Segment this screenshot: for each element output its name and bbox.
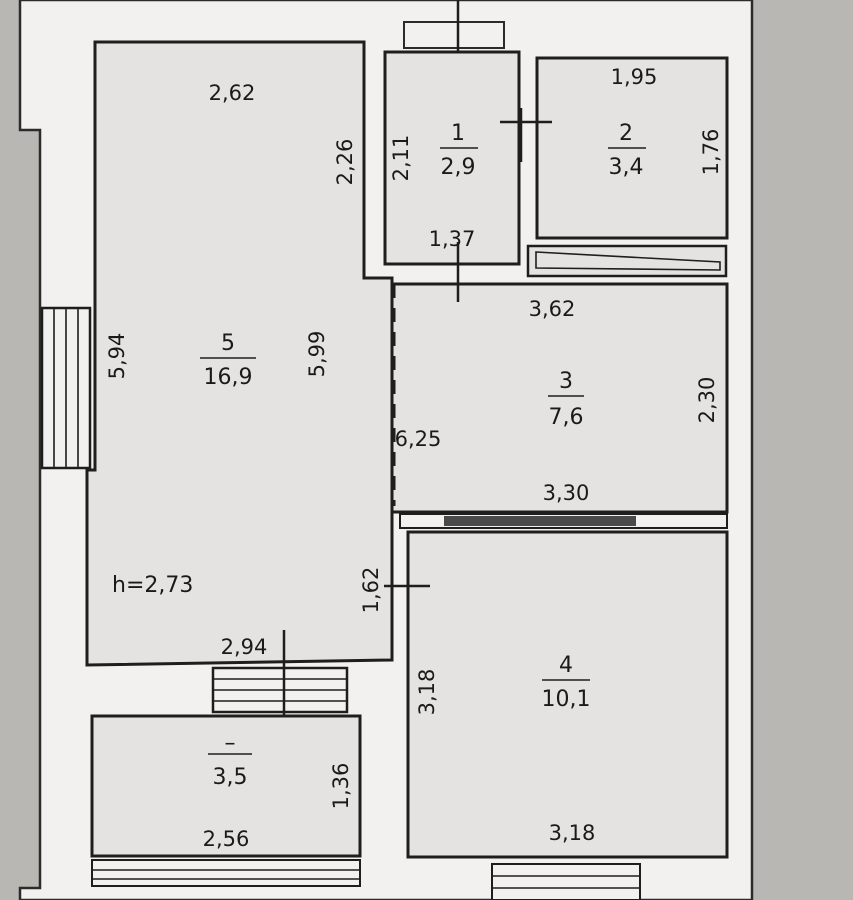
bathtub-strip bbox=[526, 244, 728, 278]
dim-2-30: 2,30 bbox=[695, 377, 719, 424]
dim-2-56: 2,56 bbox=[203, 827, 250, 851]
left-window bbox=[40, 306, 92, 470]
dim-2-94: 2,94 bbox=[221, 635, 268, 659]
dim-2-62: 2,62 bbox=[209, 81, 256, 105]
room-1-area: 2,9 bbox=[441, 155, 476, 180]
room-balcony bbox=[90, 714, 362, 858]
room-3-area: 7,6 bbox=[549, 405, 584, 430]
dim-1-37: 1,37 bbox=[429, 227, 476, 251]
dim-1-76: 1,76 bbox=[699, 129, 723, 176]
dim-5-99: 5,99 bbox=[305, 331, 329, 378]
room-2-area: 3,4 bbox=[609, 155, 644, 180]
bottom-window-right bbox=[491, 863, 641, 900]
room-3-number: 3 bbox=[559, 369, 573, 394]
room-5-number: 5 bbox=[221, 331, 235, 356]
dim-2-26: 2,26 bbox=[333, 139, 357, 186]
entrance-opening bbox=[403, 21, 505, 49]
room-4-area: 10,1 bbox=[542, 687, 591, 712]
dim-3-62: 3,62 bbox=[529, 297, 576, 321]
dim-5-94: 5,94 bbox=[105, 333, 129, 380]
balcony-number: – bbox=[225, 731, 236, 756]
room-4 bbox=[406, 530, 729, 859]
room-5 bbox=[85, 40, 394, 667]
dim-3-18-vertical: 3,18 bbox=[415, 669, 439, 716]
room-2-number: 2 bbox=[619, 121, 633, 146]
partition-wall bbox=[399, 513, 728, 529]
room-3 bbox=[390, 282, 729, 514]
balcony-passage bbox=[211, 666, 349, 714]
ceiling-height: h=2,73 bbox=[112, 573, 193, 598]
room-1 bbox=[383, 50, 521, 266]
room-5-area: 16,9 bbox=[204, 365, 253, 390]
bottom-window-left bbox=[91, 859, 361, 887]
dim-3-30: 3,30 bbox=[543, 481, 590, 505]
dim-2-11: 2,11 bbox=[389, 135, 413, 182]
dim-1-36: 1,36 bbox=[329, 763, 353, 810]
dim-6-25: 6,25 bbox=[395, 427, 442, 451]
balcony-area: 3,5 bbox=[213, 765, 248, 790]
room-4-number: 4 bbox=[559, 653, 573, 678]
dim-1-95: 1,95 bbox=[611, 65, 658, 89]
dim-3-18-horizontal: 3,18 bbox=[549, 821, 596, 845]
dim-1-62: 1,62 bbox=[359, 567, 383, 614]
room-1-number: 1 bbox=[451, 121, 465, 146]
